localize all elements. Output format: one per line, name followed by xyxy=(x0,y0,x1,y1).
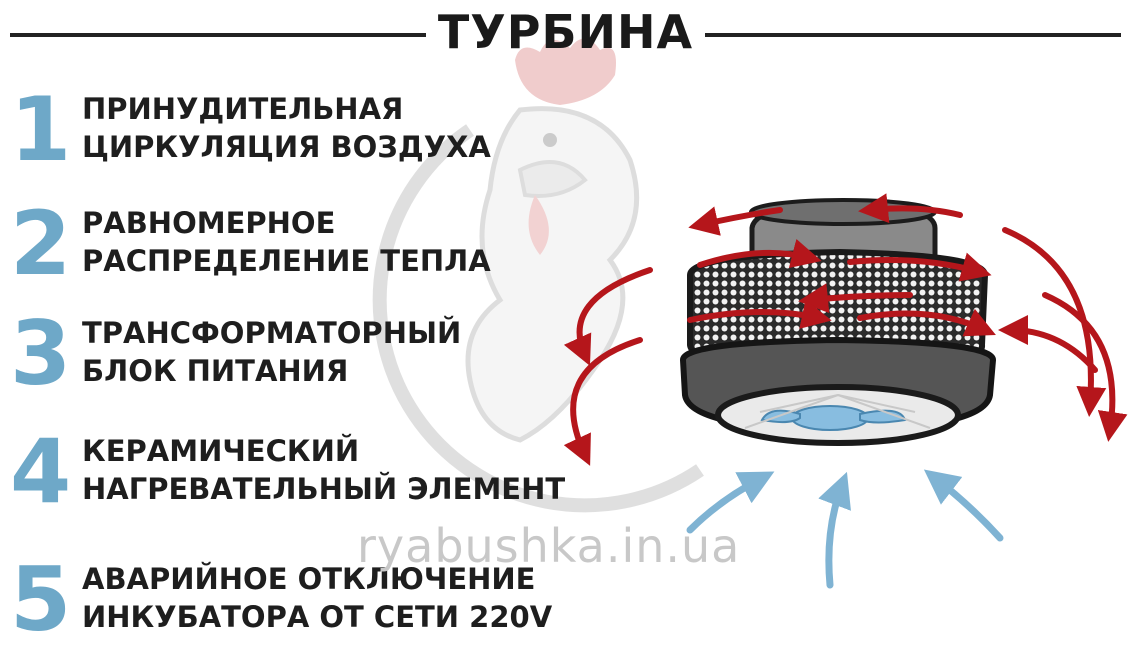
feature-text: РАВНОМЕРНОЕ РАСПРЕДЕЛЕНИЕ ТЕПЛА xyxy=(82,204,491,280)
feature-text: ПРИНУДИТЕЛЬНАЯ ЦИРКУЛЯЦИЯ ВОЗДУХА xyxy=(82,90,491,166)
feature-number: 4 xyxy=(10,420,72,523)
feature-line-2: БЛОК ПИТАНИЯ xyxy=(82,354,349,388)
feature-number: 2 xyxy=(10,192,72,295)
feature-text: КЕРАМИЧЕСКИЙ НАГРЕВАТЕЛЬНЫЙ ЭЛЕМЕНТ xyxy=(82,432,565,508)
feature-number: 1 xyxy=(10,78,72,181)
title-rule-left xyxy=(10,33,426,37)
site-watermark: ryabushka.in.ua xyxy=(357,519,741,573)
feature-line-2: ЦИРКУЛЯЦИЯ ВОЗДУХА xyxy=(82,130,491,164)
feature-line-2: НАГРЕВАТЕЛЬНЫЙ ЭЛЕМЕНТ xyxy=(82,472,566,506)
feature-text: АВАРИЙНОЕ ОТКЛЮЧЕНИЕ ИНКУБАТОРА ОТ СЕТИ … xyxy=(82,560,552,636)
page-title: ТУРБИНА xyxy=(437,5,694,59)
feature-line-1: КЕРАМИЧЕСКИЙ xyxy=(82,434,360,468)
feature-line-1: ПРИНУДИТЕЛЬНАЯ xyxy=(82,92,404,126)
feature-number: 3 xyxy=(10,302,72,405)
feature-line-2: РАСПРЕДЕЛЕНИЕ ТЕПЛА xyxy=(82,244,491,278)
feature-line-1: ТРАНСФОРМАТОРНЫЙ xyxy=(82,316,462,350)
feature-number: 5 xyxy=(10,548,72,651)
feature-line-2: ИНКУБАТОРА ОТ СЕТИ 220V xyxy=(82,600,553,634)
feature-line-1: РАВНОМЕРНОЕ xyxy=(82,206,336,240)
title-rule-right xyxy=(705,33,1121,37)
feature-line-1: АВАРИЙНОЕ ОТКЛЮЧЕНИЕ xyxy=(82,562,536,596)
feature-text: ТРАНСФОРМАТОРНЫЙ БЛОК ПИТАНИЯ xyxy=(82,314,461,390)
